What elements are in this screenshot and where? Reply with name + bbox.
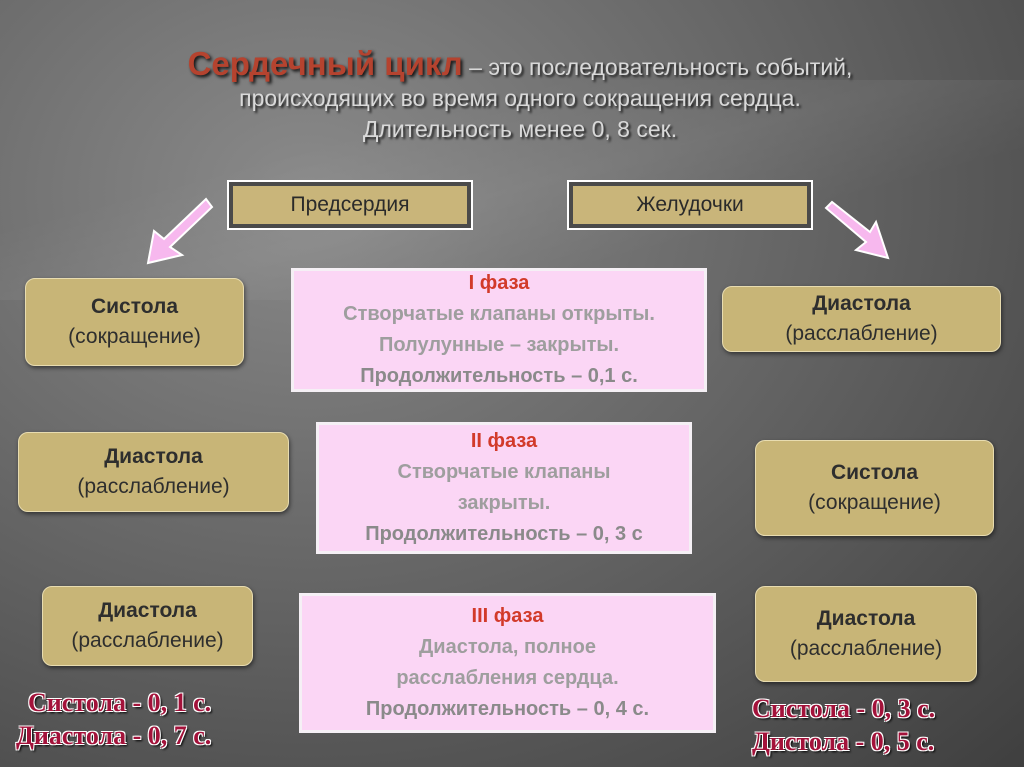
title-accent: Сердечный цикл <box>187 45 463 82</box>
phase-2-line1: Створчатые клапаны <box>397 461 611 483</box>
phase-3-duration: Продолжительность – 0, 4 с. <box>365 698 650 720</box>
summary-right-diastole: Дистола - 0, 5 с. <box>752 727 935 756</box>
phase-2-line2: закрыты. <box>457 492 551 514</box>
right-box-2: Систола (сокращение) <box>755 440 994 536</box>
phase-2-duration: Продолжительность – 0, 3 с <box>365 523 643 545</box>
right-box-3-name: Диастола <box>816 607 916 630</box>
left-box-3-desc: (расслабление) <box>71 629 224 652</box>
right-box-3-desc: (расслабление) <box>789 637 943 660</box>
summary-left: Систола - 0, 1 с. Диастола - 0, 7 с. <box>16 686 286 752</box>
phase-box-1: I фаза Створчатые клапаны открыты. Полул… <box>291 268 707 392</box>
right-box-1: Диастола (расслабление) <box>722 286 1001 352</box>
title-line1: – это последовательность событий, <box>462 54 853 80</box>
header-atria-label: Предсердия <box>233 186 467 224</box>
summary-left-systole: Систола - 0, 1 с. <box>28 688 212 717</box>
background-band <box>0 80 1024 300</box>
left-box-1: Систола (сокращение) <box>25 278 244 366</box>
phase-2-title: II фаза <box>470 430 538 452</box>
arrow-down-left-icon <box>146 197 214 265</box>
right-box-3: Диастола (расслабление) <box>755 586 977 682</box>
phase-box-3: III фаза Диастола, полное расслабления с… <box>299 593 716 733</box>
right-box-1-desc: (расслабление) <box>785 322 938 345</box>
right-box-2-name: Систола <box>830 461 919 484</box>
header-ventricles: Желудочки <box>567 180 813 230</box>
title-line2: происходящих во время одного сокращения … <box>239 85 801 111</box>
phase-box-2: II фаза Створчатые клапаны закрыты. Прод… <box>316 422 692 554</box>
left-box-3: Диастола (расслабление) <box>42 586 253 666</box>
header-atria: Предсердия <box>227 180 473 230</box>
right-box-1-name: Диастола <box>812 292 911 315</box>
phase-3-line1: Диастола, полное <box>419 636 596 658</box>
phase-1-title: I фаза <box>468 272 530 294</box>
left-box-1-desc: (сокращение) <box>68 325 201 348</box>
left-box-1-name: Систола <box>90 295 179 318</box>
left-box-2-desc: (расслабление) <box>77 475 230 498</box>
title-line3: Длительность менее 0, 8 сек. <box>362 116 678 142</box>
phase-3-line2: расслабления сердца. <box>396 667 619 689</box>
phase-1-duration: Продолжительность – 0,1 с. <box>360 365 638 387</box>
right-box-2-desc: (сокращение) <box>808 491 941 514</box>
summary-left-diastole: Диастола - 0, 7 с. <box>16 721 212 750</box>
left-box-2-name: Диастола <box>104 445 203 468</box>
phase-1-line2: Полулунные – закрыты. <box>378 334 620 356</box>
summary-right-systole: Систола - 0, 3 с. <box>752 694 936 723</box>
left-box-3-name: Диастола <box>98 599 197 622</box>
phase-3-title: III фаза <box>471 605 544 627</box>
header-ventricles-label: Желудочки <box>573 186 807 224</box>
summary-right: Систола - 0, 3 с. Дистола - 0, 5 с. <box>752 692 1014 758</box>
left-box-2: Диастола (расслабление) <box>18 432 289 512</box>
arrow-down-right-icon <box>824 200 890 260</box>
phase-1-line1: Створчатые клапаны открыты. <box>343 303 655 325</box>
slide-title: Сердечный цикл – это последовательность … <box>70 45 970 145</box>
